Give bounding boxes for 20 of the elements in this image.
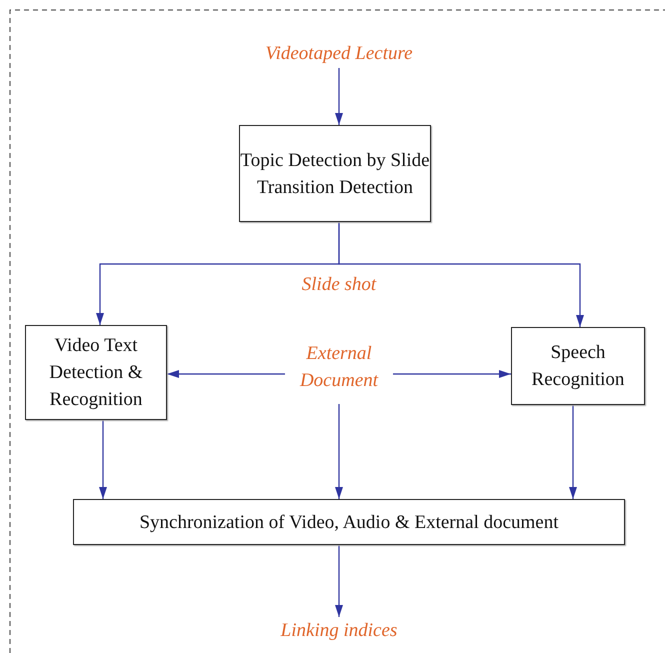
arrow [335, 68, 343, 125]
arrow [335, 545, 343, 617]
process-box [73, 499, 625, 545]
box-text: Topic Detection by Slide Transition Detection [240, 148, 430, 200]
process-box [25, 325, 167, 420]
flow-text: Videotaped Lecture [265, 43, 413, 64]
arrow [167, 370, 285, 378]
arrow [99, 420, 107, 499]
flow-text: Linking indices [280, 620, 398, 641]
box-text: Speech Recognition [530, 341, 626, 392]
arrow [335, 404, 343, 499]
flow-text: Slide shot [300, 274, 378, 296]
flow-text: External Document [300, 343, 378, 391]
process-box [239, 125, 431, 222]
process-box [511, 327, 645, 405]
arrow [393, 370, 511, 378]
box-text: Video Text Detection & Recognition [48, 334, 144, 412]
arrow [569, 405, 577, 499]
box-text: Synchronization of Video, Audio & External document [139, 510, 559, 534]
arrow [338, 222, 584, 327]
